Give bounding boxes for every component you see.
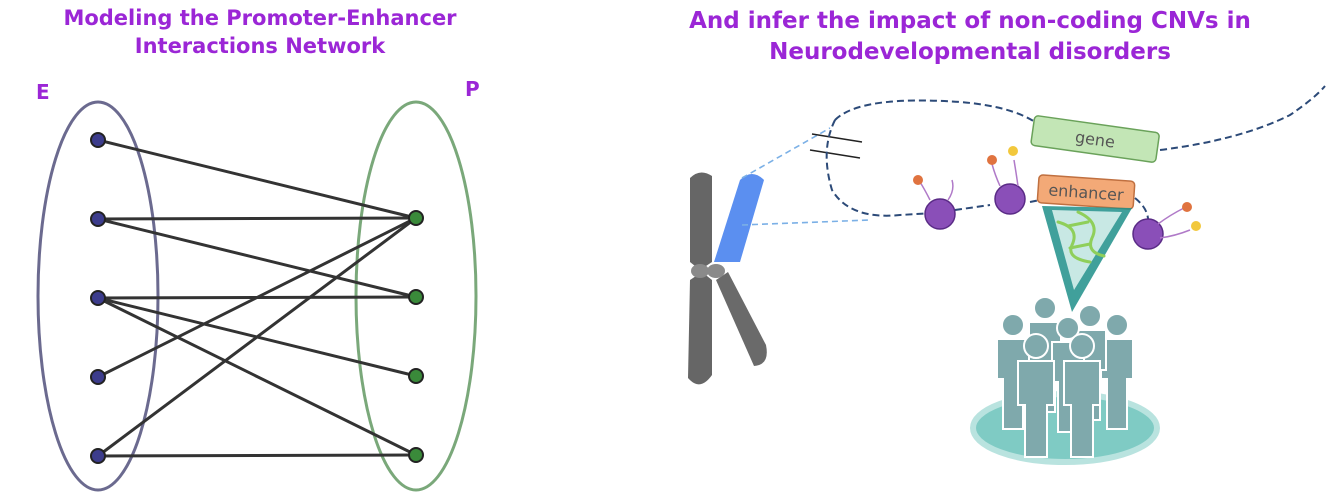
enhancer-set-label: E (36, 80, 50, 104)
enhancer-nodes (90, 132, 106, 464)
dna-editing-icon (1056, 210, 1106, 264)
gene-box: gene (1030, 115, 1160, 163)
enhancer-set-ellipse (36, 100, 160, 492)
enhancer-node-4 (90, 448, 106, 464)
enhancer-node-1 (90, 211, 106, 227)
enhancer-node-0 (90, 132, 106, 148)
left-panel-title: Modeling the Promoter-Enhancer Interacti… (40, 4, 480, 61)
network-edges (97, 138, 417, 458)
network-edge-5 (97, 296, 417, 457)
left-title-line-1: Modeling the Promoter-Enhancer (63, 6, 457, 30)
right-title-line-2: Neurodevelopmental disorders (769, 39, 1171, 66)
zoom-lines (741, 127, 871, 226)
enhancer-box: enhancer (1036, 174, 1136, 210)
promoter-node-1 (408, 289, 424, 305)
right-panel-title: And infer the impact of non-coding CNVs … (660, 6, 1280, 68)
promoter-nodes (408, 210, 424, 463)
right-title-line-1: And infer the impact of non-coding CNVs … (689, 8, 1251, 34)
break-marks (809, 133, 863, 159)
nucleosomes (913, 146, 1201, 250)
chromatin-fiber (825, 85, 1326, 226)
left-title-line-2: Interactions Network (134, 34, 386, 59)
promoter-set-label: P (465, 77, 480, 101)
network-edge-7 (97, 216, 417, 458)
network-edge-6 (97, 216, 417, 379)
network-edge-0 (97, 138, 417, 220)
promoter-node-3 (408, 447, 424, 463)
bipartite-network-diagram (36, 100, 478, 492)
people-group-icon (996, 296, 1134, 458)
chromosome-icon (688, 172, 767, 385)
network-edge-1 (97, 216, 417, 221)
network-edge-2 (97, 217, 417, 299)
promoter-node-2 (408, 368, 424, 384)
enhancer-node-3 (90, 369, 106, 385)
promoter-node-0 (408, 210, 424, 226)
network-edge-8 (97, 453, 417, 458)
enhancer-node-2 (90, 290, 106, 306)
